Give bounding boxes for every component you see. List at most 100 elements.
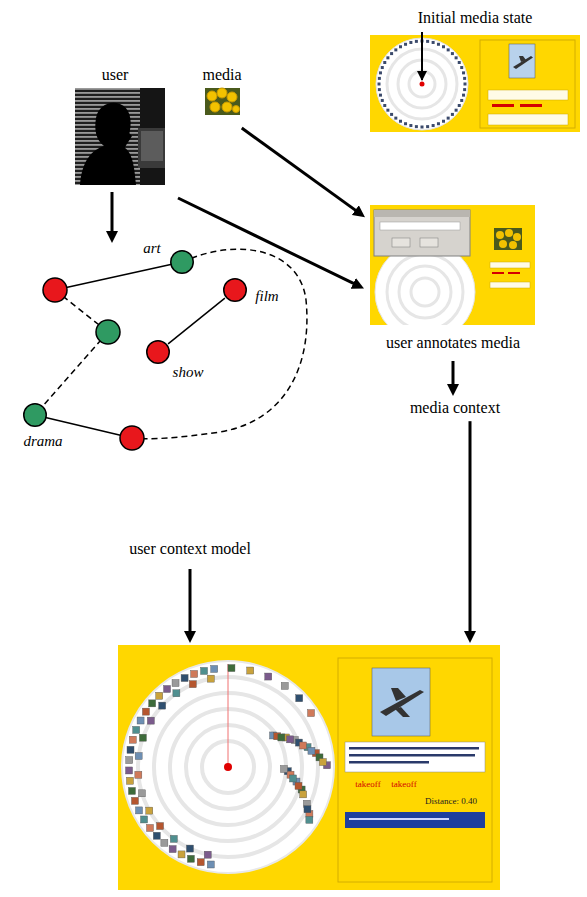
thumbnail-ring-part <box>463 77 466 80</box>
thumbnail-ring-part <box>289 775 296 782</box>
thumbnail-ring-part <box>378 83 381 86</box>
thumbnail-ring-part <box>207 861 214 868</box>
concept-circle <box>170 250 194 274</box>
thumbnail-ring-part <box>287 736 294 743</box>
annotation-screenshot-part <box>374 210 470 256</box>
result-screenshot <box>118 645 500 890</box>
thumbnail-ring-part <box>149 700 156 707</box>
thumbnail-ring-part <box>189 681 196 688</box>
thumbnail-ring-part <box>138 790 145 797</box>
context-text: media context <box>407 398 503 417</box>
thumbnail-ring-part <box>409 124 412 127</box>
thumbnail-ring-part <box>136 807 143 814</box>
thumbnail-ring-part <box>379 94 382 97</box>
context-graph-lines <box>35 249 307 439</box>
annotation-screenshot-part-part <box>387 254 463 325</box>
thumbnail-ring-part <box>319 759 326 766</box>
thumbnail-ring-part <box>129 736 136 743</box>
thumbnail-ring-part <box>415 40 418 43</box>
thumbnail-ring-part <box>432 124 435 127</box>
flower-image-part <box>222 102 232 112</box>
thumbnail-ring-part <box>458 61 461 64</box>
thumbnail-ring-part <box>455 109 458 112</box>
thumbnail-ring-part <box>141 816 148 823</box>
thumbnail-ring-part <box>181 675 188 682</box>
concept-node: show <box>146 340 170 364</box>
thumbnail-ring-part <box>409 41 412 44</box>
thumbnail-ring-part <box>126 757 133 764</box>
flow-arrow <box>452 361 455 390</box>
state-screenshot: Initial media state <box>368 6 582 134</box>
screen-text: takeoff <box>355 779 380 790</box>
thumbnail-ring-part <box>447 48 450 51</box>
result-screenshot-part <box>349 761 429 764</box>
concept-circle-shape <box>24 404 47 427</box>
concept-node: drama <box>23 403 47 427</box>
thumbnail-ring-part <box>383 61 386 64</box>
thumbnail-ring-part <box>399 120 402 123</box>
thumbnail-ring-part <box>451 52 454 55</box>
thumbnail-ring-part <box>159 702 166 709</box>
thumbnail-ring-part <box>296 695 303 702</box>
thumbnail-ring-part <box>295 782 302 789</box>
thumbnail-ring-part <box>201 667 208 674</box>
thumbnail-ring-part <box>421 126 424 129</box>
flow-arrow <box>189 569 192 637</box>
result-screenshot-part <box>349 747 479 750</box>
annotation-screenshot-part <box>499 240 507 248</box>
thumbnail-ring-part <box>460 99 463 102</box>
context-graph-lines-part <box>55 262 182 290</box>
result-screenshot-part <box>122 661 334 873</box>
flow-arrow <box>111 192 114 237</box>
thumbnail-ring-part <box>146 824 153 831</box>
thumbnail-ring-part <box>135 753 142 760</box>
result-screenshot-part <box>345 812 485 828</box>
thumbnail-ring-part <box>178 851 185 858</box>
thumbnail-ring-part <box>172 680 179 687</box>
result-screenshot-part <box>345 742 485 772</box>
thumbnail-ring-part <box>462 71 465 74</box>
result-screenshot-part <box>372 668 430 736</box>
result-screenshot-part <box>395 707 410 717</box>
thumbnail-ring-part <box>142 708 149 715</box>
annotation-screenshot-part <box>509 241 517 249</box>
initial-screenshot-part <box>513 56 533 69</box>
initial-screenshot-part <box>488 114 568 125</box>
concept-label: drama <box>23 432 62 450</box>
thumbnail-ring-part <box>308 747 315 754</box>
concept-circles-part <box>43 278 67 302</box>
context-graph: artfilmshowdramauser context model <box>10 245 310 565</box>
initial-screenshot-part <box>420 82 425 87</box>
panel-title: user <box>102 65 129 84</box>
thumbnail-ring-part <box>404 43 407 46</box>
thumbnail-ring-part <box>280 765 287 772</box>
thumbnail-ring-part <box>135 771 142 778</box>
media-image-panel: media <box>195 63 250 118</box>
annotation-screenshot-part <box>494 228 522 250</box>
annotation-screenshot-part <box>420 238 438 247</box>
thumbnail-ring-part <box>300 791 307 798</box>
thumbnail-ring-part <box>207 675 214 682</box>
thumbnail-ring-part <box>126 767 133 774</box>
thumbnail-ring-part <box>247 667 254 674</box>
initial-screenshot-part <box>421 32 423 80</box>
thumbnail-ring-part <box>306 816 313 823</box>
context-graph-lines-part <box>132 249 307 439</box>
concept-node: film <box>223 278 247 302</box>
concept-label: film <box>255 287 278 305</box>
concept-circle-shape <box>147 341 170 364</box>
concept-circle <box>146 340 170 364</box>
thumbnail-ring-part <box>442 120 445 123</box>
thumbnail-ring-part <box>383 104 386 107</box>
annotation-screenshot <box>370 205 535 342</box>
result-screenshot-part <box>391 688 406 701</box>
thumbnail-ring-part <box>378 88 381 91</box>
thumbnail-ring-part <box>378 77 381 80</box>
initial-screenshot-part <box>520 104 542 107</box>
panel-title: media <box>202 65 241 84</box>
flow-arrow <box>469 421 472 637</box>
thumbnail-ring-part <box>432 41 435 44</box>
thumbnail-ring-part <box>169 846 176 853</box>
thumbnail-ring-part <box>170 835 177 842</box>
